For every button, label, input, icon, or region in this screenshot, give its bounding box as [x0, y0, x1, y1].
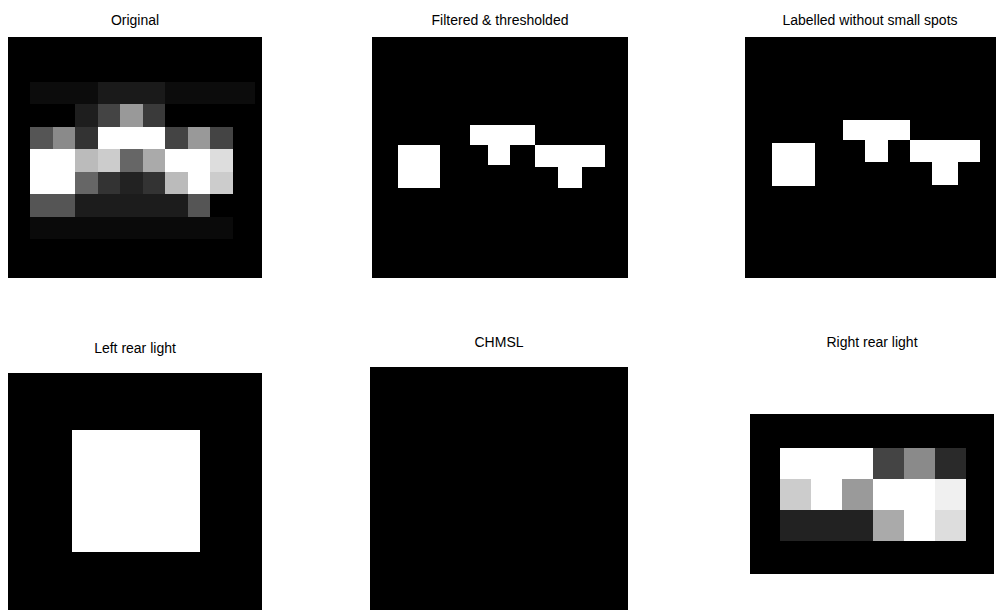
panel-title: Right rear light: [826, 334, 917, 350]
panel-title: CHMSL: [474, 334, 523, 350]
panel-title: Labelled without small spots: [782, 12, 957, 28]
thresholded-image: [372, 37, 628, 278]
panel-title: Left rear light: [94, 340, 176, 356]
panel-title: Filtered & thresholded: [432, 12, 569, 28]
left-light-image: [8, 373, 262, 610]
panel-title: Original: [111, 12, 159, 28]
labelled-image: [745, 37, 996, 278]
original-image: [8, 37, 262, 278]
chmsl-image: [370, 367, 628, 610]
right-light-image: [750, 414, 994, 574]
